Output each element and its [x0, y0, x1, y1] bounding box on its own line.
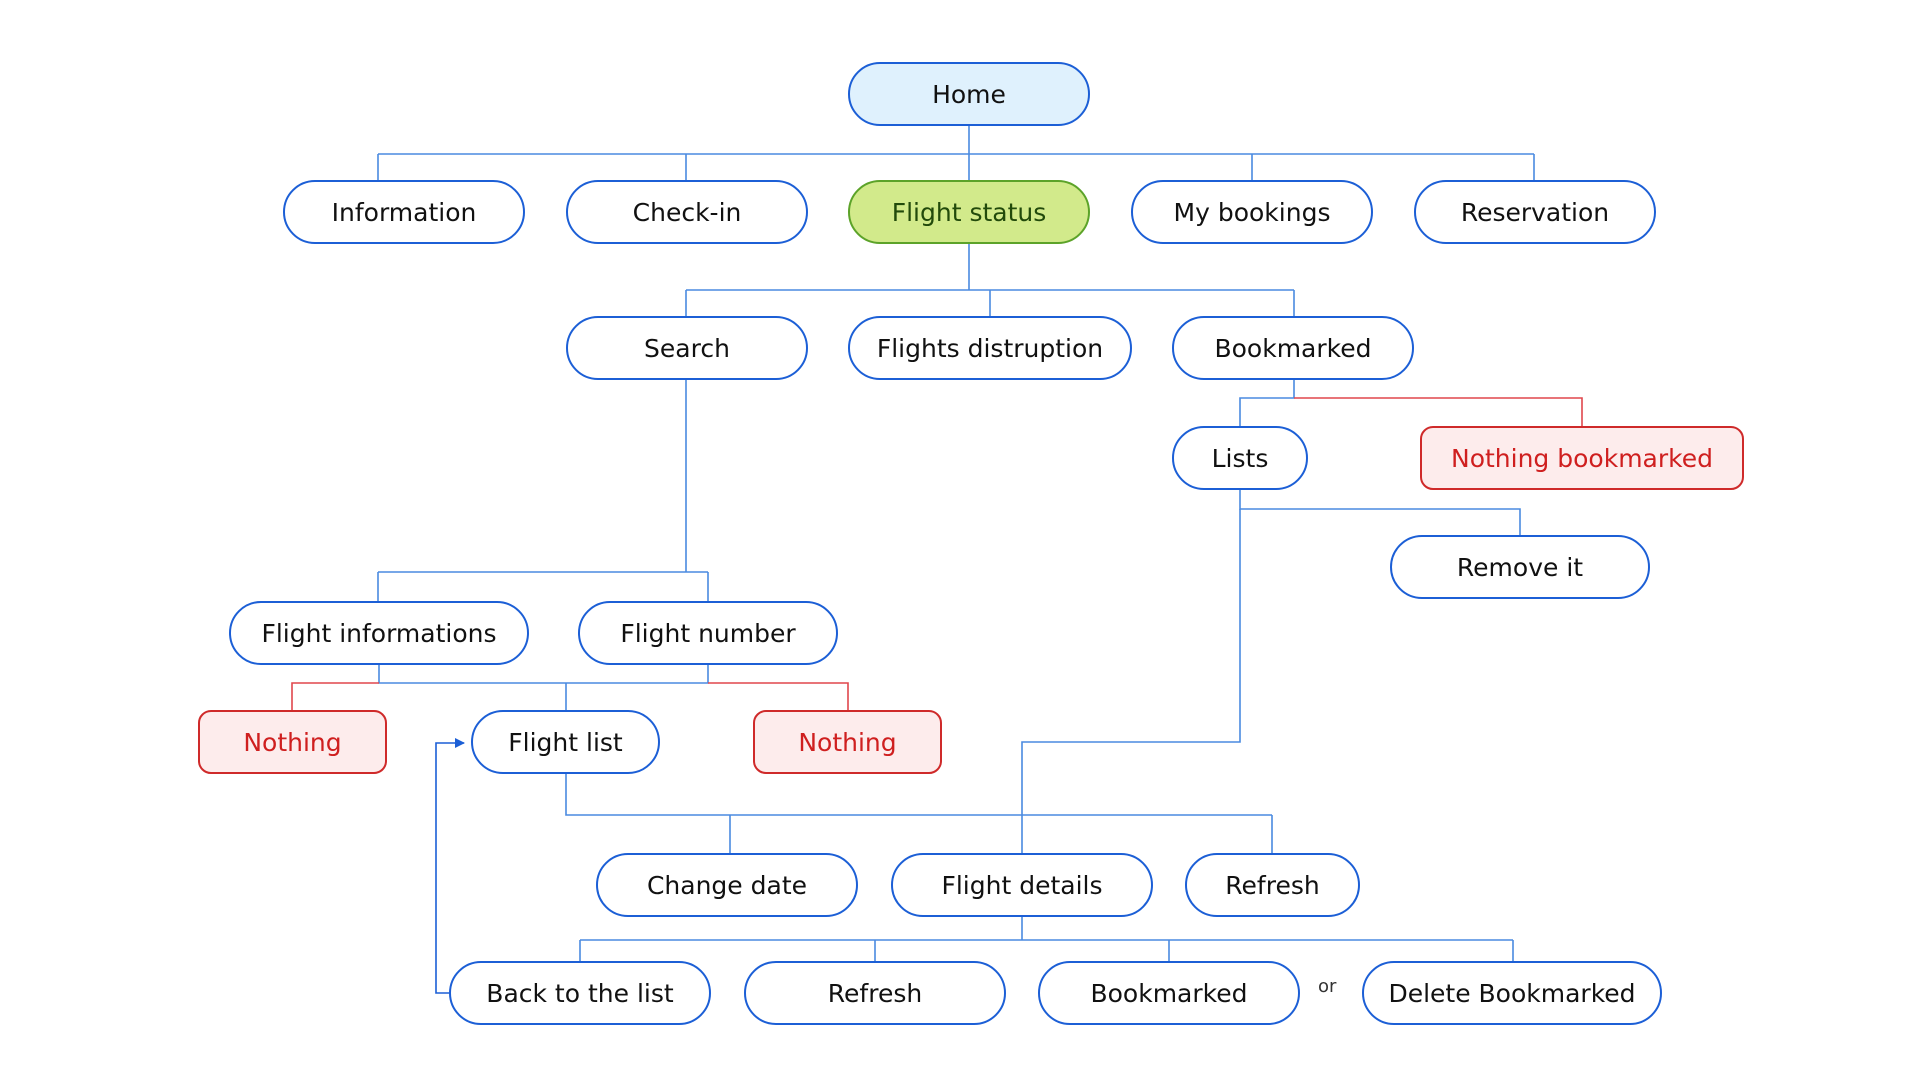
node-home: Home: [848, 62, 1090, 126]
node-back-to-the-list: Back to the list: [449, 961, 711, 1025]
node-lists: Lists: [1172, 426, 1308, 490]
node-bookmarked-action: Bookmarked: [1038, 961, 1300, 1025]
node-flight-details: Flight details: [891, 853, 1153, 917]
node-nothing-right: Nothing: [753, 710, 942, 774]
node-change-date: Change date: [596, 853, 858, 917]
connector-search-children: [377, 380, 709, 601]
node-nothing-bookmarked: Nothing bookmarked: [1420, 426, 1744, 490]
node-my-bookings: My bookings: [1131, 180, 1373, 244]
node-reservation: Reservation: [1414, 180, 1656, 244]
node-remove-it: Remove it: [1390, 535, 1650, 599]
node-flight-status: Flight status: [848, 180, 1090, 244]
node-flight-informations: Flight informations: [229, 601, 529, 665]
connector-flight-status-children: [685, 244, 1295, 316]
connector-to-flight-list: [378, 665, 709, 710]
node-refresh-list: Refresh: [1185, 853, 1360, 917]
node-search: Search: [566, 316, 808, 380]
node-flights-disruption: Flights distruption: [848, 316, 1132, 380]
connector-lists-flight-details: [1021, 509, 1241, 853]
node-nothing-left: Nothing: [198, 710, 387, 774]
connector-bookmarked-lists: [1239, 380, 1295, 426]
back-to-list-arrow: [435, 738, 465, 994]
node-refresh-details: Refresh: [744, 961, 1006, 1025]
connector-nothing-left: [291, 682, 379, 710]
node-information: Information: [283, 180, 525, 244]
node-bookmarked: Bookmarked: [1172, 316, 1414, 380]
or-label: or: [1318, 976, 1337, 997]
node-flight-list: Flight list: [471, 710, 660, 774]
connector-home-children: [377, 126, 1535, 180]
connector-bookmarked-nothing: [1294, 397, 1583, 426]
connector-flight-details-children: [579, 917, 1514, 961]
node-flight-number: Flight number: [578, 601, 838, 665]
node-delete-bookmarked: Delete Bookmarked: [1362, 961, 1662, 1025]
connector-lists-remove: [1239, 490, 1521, 535]
node-check-in: Check-in: [566, 180, 808, 244]
connector-flight-list-children: [565, 774, 1273, 853]
connector-nothing-right: [708, 682, 849, 710]
